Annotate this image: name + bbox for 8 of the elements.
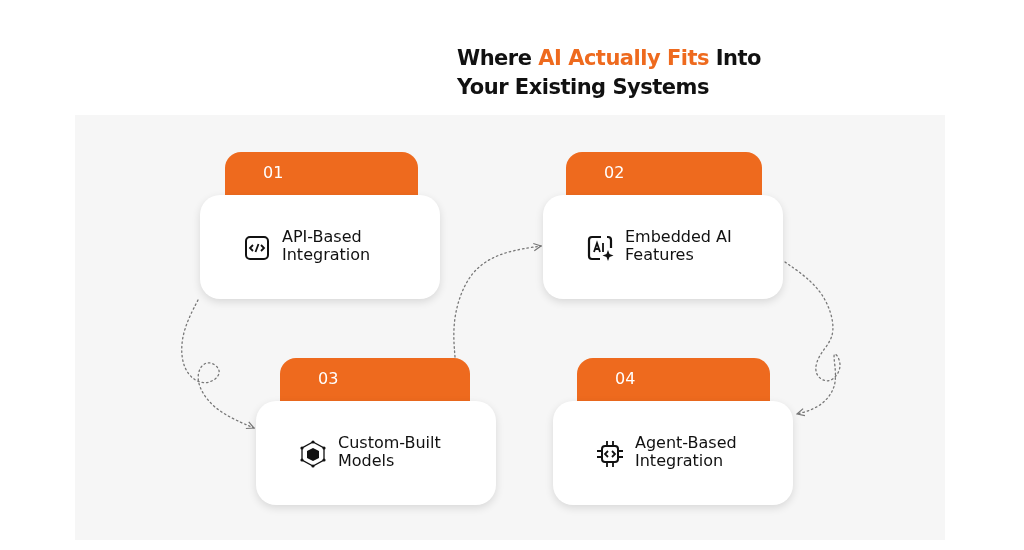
step-label: Embedded AI Features <box>625 228 733 264</box>
title: Where AI Actually Fits Into Your Existing Systems <box>457 45 763 101</box>
step-label: Agent-Based Integration <box>635 434 738 470</box>
dotted-arrow <box>453 242 542 358</box>
step-label: API-Based Integration <box>282 228 372 264</box>
dotted-arrow <box>784 261 841 417</box>
step-label: Custom-Built Models <box>338 434 442 470</box>
dotted-arrow <box>181 299 255 430</box>
